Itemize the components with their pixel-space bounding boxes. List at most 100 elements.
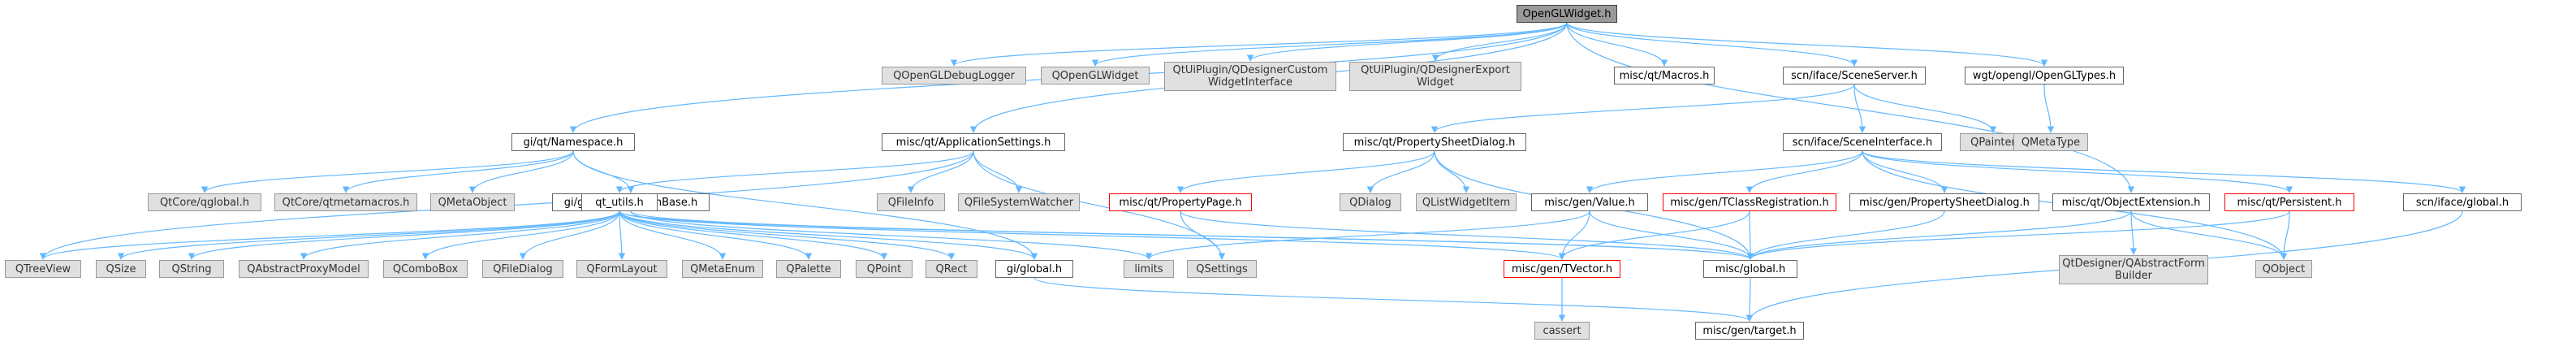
edge-objectext-qdesignerform — [2129, 210, 2138, 255]
node-miscglobal[interactable]: misc/global.h — [1703, 260, 1797, 278]
node-namespace[interactable]: gi/qt/Namespace.h — [511, 133, 635, 151]
node-value[interactable]: misc/gen/Value.h — [1531, 193, 1648, 211]
node-qtmetamacros[interactable]: QtCore/qtmetamacros.h — [274, 193, 417, 211]
edge-sceneserver-qpainter — [1853, 84, 1997, 133]
node-propertypage[interactable]: misc/qt/PropertyPage.h — [1109, 193, 1252, 211]
edge-value-limits — [1145, 210, 1590, 260]
node-qfilesystemwatcher[interactable]: QFileSystemWatcher — [958, 193, 1080, 211]
edge-qtutils-qcombobox — [421, 210, 620, 260]
edge-appsettings-qtutils — [615, 150, 974, 193]
node-root[interactable]: OpenGLWidget.h — [1517, 5, 1617, 23]
edge-root-objectext — [1566, 22, 2135, 193]
edge-qtutils-qfiledialog — [519, 210, 620, 260]
node-qfiledialog[interactable]: QFileDialog — [482, 260, 563, 278]
edge-qtutils-qmetaenum — [619, 210, 727, 260]
edge-qtutils-qsize — [117, 210, 620, 260]
node-qpainter[interactable]: QPainter — [1960, 133, 2026, 151]
edge-qtutils-miscglobal — [619, 210, 1754, 260]
node-qsettings[interactable]: QSettings — [1187, 260, 1257, 278]
node-propsheetdialog[interactable]: misc/qt/PropertySheetDialog.h — [1343, 133, 1526, 151]
node-qmetaenum[interactable]: QMetaEnum — [682, 260, 763, 278]
node-target[interactable]: misc/gen/target.h — [1695, 322, 1804, 340]
node-appsettings[interactable]: misc/qt/ApplicationSettings.h — [882, 133, 1065, 151]
edge-qtutils-giglobal — [619, 210, 1038, 260]
node-macros[interactable]: misc/qt/Macros.h — [1614, 67, 1715, 84]
edge-sceneinterface-genpropsheet — [1862, 150, 1948, 193]
node-qopengldebuglogger[interactable]: QOpenGLDebugLogger — [882, 67, 1026, 84]
node-qdesignerexport[interactable]: QtUiPlugin/QDesignerExport Widget — [1349, 62, 1521, 91]
node-tvector[interactable]: misc/gen/TVector.h — [1504, 260, 1620, 278]
node-qpoint[interactable]: QPoint — [856, 260, 913, 278]
edge-sceneserver-propsheetdialog — [1430, 84, 1855, 133]
edge-infobase-limits — [630, 210, 1153, 260]
node-genpropsheet[interactable]: misc/gen/PropertySheetDialog.h — [1849, 193, 2039, 211]
node-qmetaobject[interactable]: QMetaObject — [430, 193, 515, 211]
edge-root-qopengldebuglogger — [951, 22, 1568, 67]
edge-qtutils-qrect — [619, 210, 956, 260]
edge-giglobal-target — [1033, 277, 1753, 322]
edge-propsheetdialog-qlistwidgetitem — [1434, 150, 1470, 193]
node-qtutils[interactable]: qt_utils.h — [581, 193, 658, 211]
edge-root-qdesignerexport — [1431, 22, 1568, 62]
edge-namespace-infobase — [572, 150, 635, 193]
edge-opengltypes-qmetatype — [2043, 84, 2055, 133]
node-objectext[interactable]: misc/qt/ObjectExtension.h — [2052, 193, 2210, 211]
edge-value-miscglobal — [1589, 210, 1754, 260]
edge-value-tvector — [1558, 210, 1590, 260]
node-cassert[interactable]: cassert — [1534, 322, 1590, 340]
edge-genpropsheet-miscglobal — [1746, 210, 1945, 260]
node-giglobal[interactable]: gi/global.h — [995, 260, 1073, 278]
edge-propsheetdialog-propertypage — [1176, 150, 1435, 193]
edge-propsheetdialog-qdialog — [1366, 150, 1435, 193]
node-qlistwidgetitem[interactable]: QListWidgetItem — [1416, 193, 1517, 211]
edge-root-qopenglwidget — [1091, 22, 1568, 67]
node-qcombobox[interactable]: QComboBox — [383, 260, 468, 278]
node-qdesignercustom[interactable]: QtUiPlugin/QDesignerCustom WidgetInterfa… — [1164, 62, 1336, 91]
node-qdialog[interactable]: QDialog — [1340, 193, 1401, 211]
node-qobject[interactable]: QObject — [2255, 260, 2312, 278]
edge-qtutils-qtreeview — [39, 210, 620, 260]
edge-root-sceneserver — [1566, 22, 1858, 67]
edge-root-opengltypes — [1566, 22, 2048, 67]
edge-appsettings-qfileinfo — [907, 150, 974, 193]
edge-sceneinterface-persistent — [1862, 150, 2293, 193]
node-qdesignerform[interactable]: QtDesigner/QAbstractForm Builder — [2059, 255, 2208, 284]
node-persistent[interactable]: misc/qt/Persistent.h — [2224, 193, 2354, 211]
edge-qtutils-qpalette — [619, 210, 813, 260]
edge-qtutils-qformlayout — [618, 210, 626, 260]
edge-sceneinterface-value — [1586, 150, 1863, 193]
edge-persistent-qobject — [2280, 210, 2290, 260]
node-qpalette[interactable]: QPalette — [776, 260, 841, 278]
node-ifaceglobal[interactable]: scn/iface/global.h — [2403, 193, 2522, 211]
edge-namespace-qmetaobject — [468, 150, 574, 193]
node-qtreeview[interactable]: QTreeView — [5, 260, 81, 278]
edge-appsettings-qfilesystemwatcher — [973, 150, 1023, 193]
edge-qtutils-tvector — [619, 210, 1565, 260]
edge-persistent-miscglobal — [1746, 210, 2290, 260]
node-qstring[interactable]: QString — [159, 260, 224, 278]
node-qopenglwidget[interactable]: QOpenGLWidget — [1041, 67, 1150, 84]
node-opengltypes[interactable]: wgt/opengl/OpenGLTypes.h — [1965, 67, 2124, 84]
edge-namespace-qglobal — [201, 150, 574, 193]
edge-root-qdesignercustom — [1246, 22, 1568, 62]
node-sceneinterface[interactable]: scn/iface/SceneInterface.h — [1783, 133, 1942, 151]
node-qabstractproxymodel[interactable]: QAbstractProxyModel — [239, 260, 369, 278]
node-qmetatype[interactable]: QMetaType — [2013, 133, 2088, 151]
edge-sceneinterface-tclassreg — [1745, 150, 1863, 193]
node-qfileinfo[interactable]: QFileInfo — [877, 193, 945, 211]
edge-sceneinterface-ifaceglobal — [1862, 150, 2466, 193]
node-sceneserver[interactable]: scn/iface/SceneServer.h — [1783, 67, 1926, 84]
node-qsize[interactable]: QSize — [96, 260, 146, 278]
edge-root-macros — [1566, 22, 1668, 67]
edge-qtutils-qpoint — [619, 210, 888, 260]
edge-namespace-qtmetamacros — [342, 150, 574, 193]
node-qglobal[interactable]: QtCore/qglobal.h — [148, 193, 261, 211]
node-qrect[interactable]: QRect — [926, 260, 977, 278]
edge-objectext-miscglobal — [1746, 210, 2132, 260]
edge-tclassreg-tvector — [1558, 210, 1750, 260]
node-qformlayout[interactable]: QFormLayout — [576, 260, 667, 278]
node-limits[interactable]: limits — [1124, 260, 1174, 278]
node-tclassreg[interactable]: misc/gen/TClassRegistration.h — [1663, 193, 1836, 211]
